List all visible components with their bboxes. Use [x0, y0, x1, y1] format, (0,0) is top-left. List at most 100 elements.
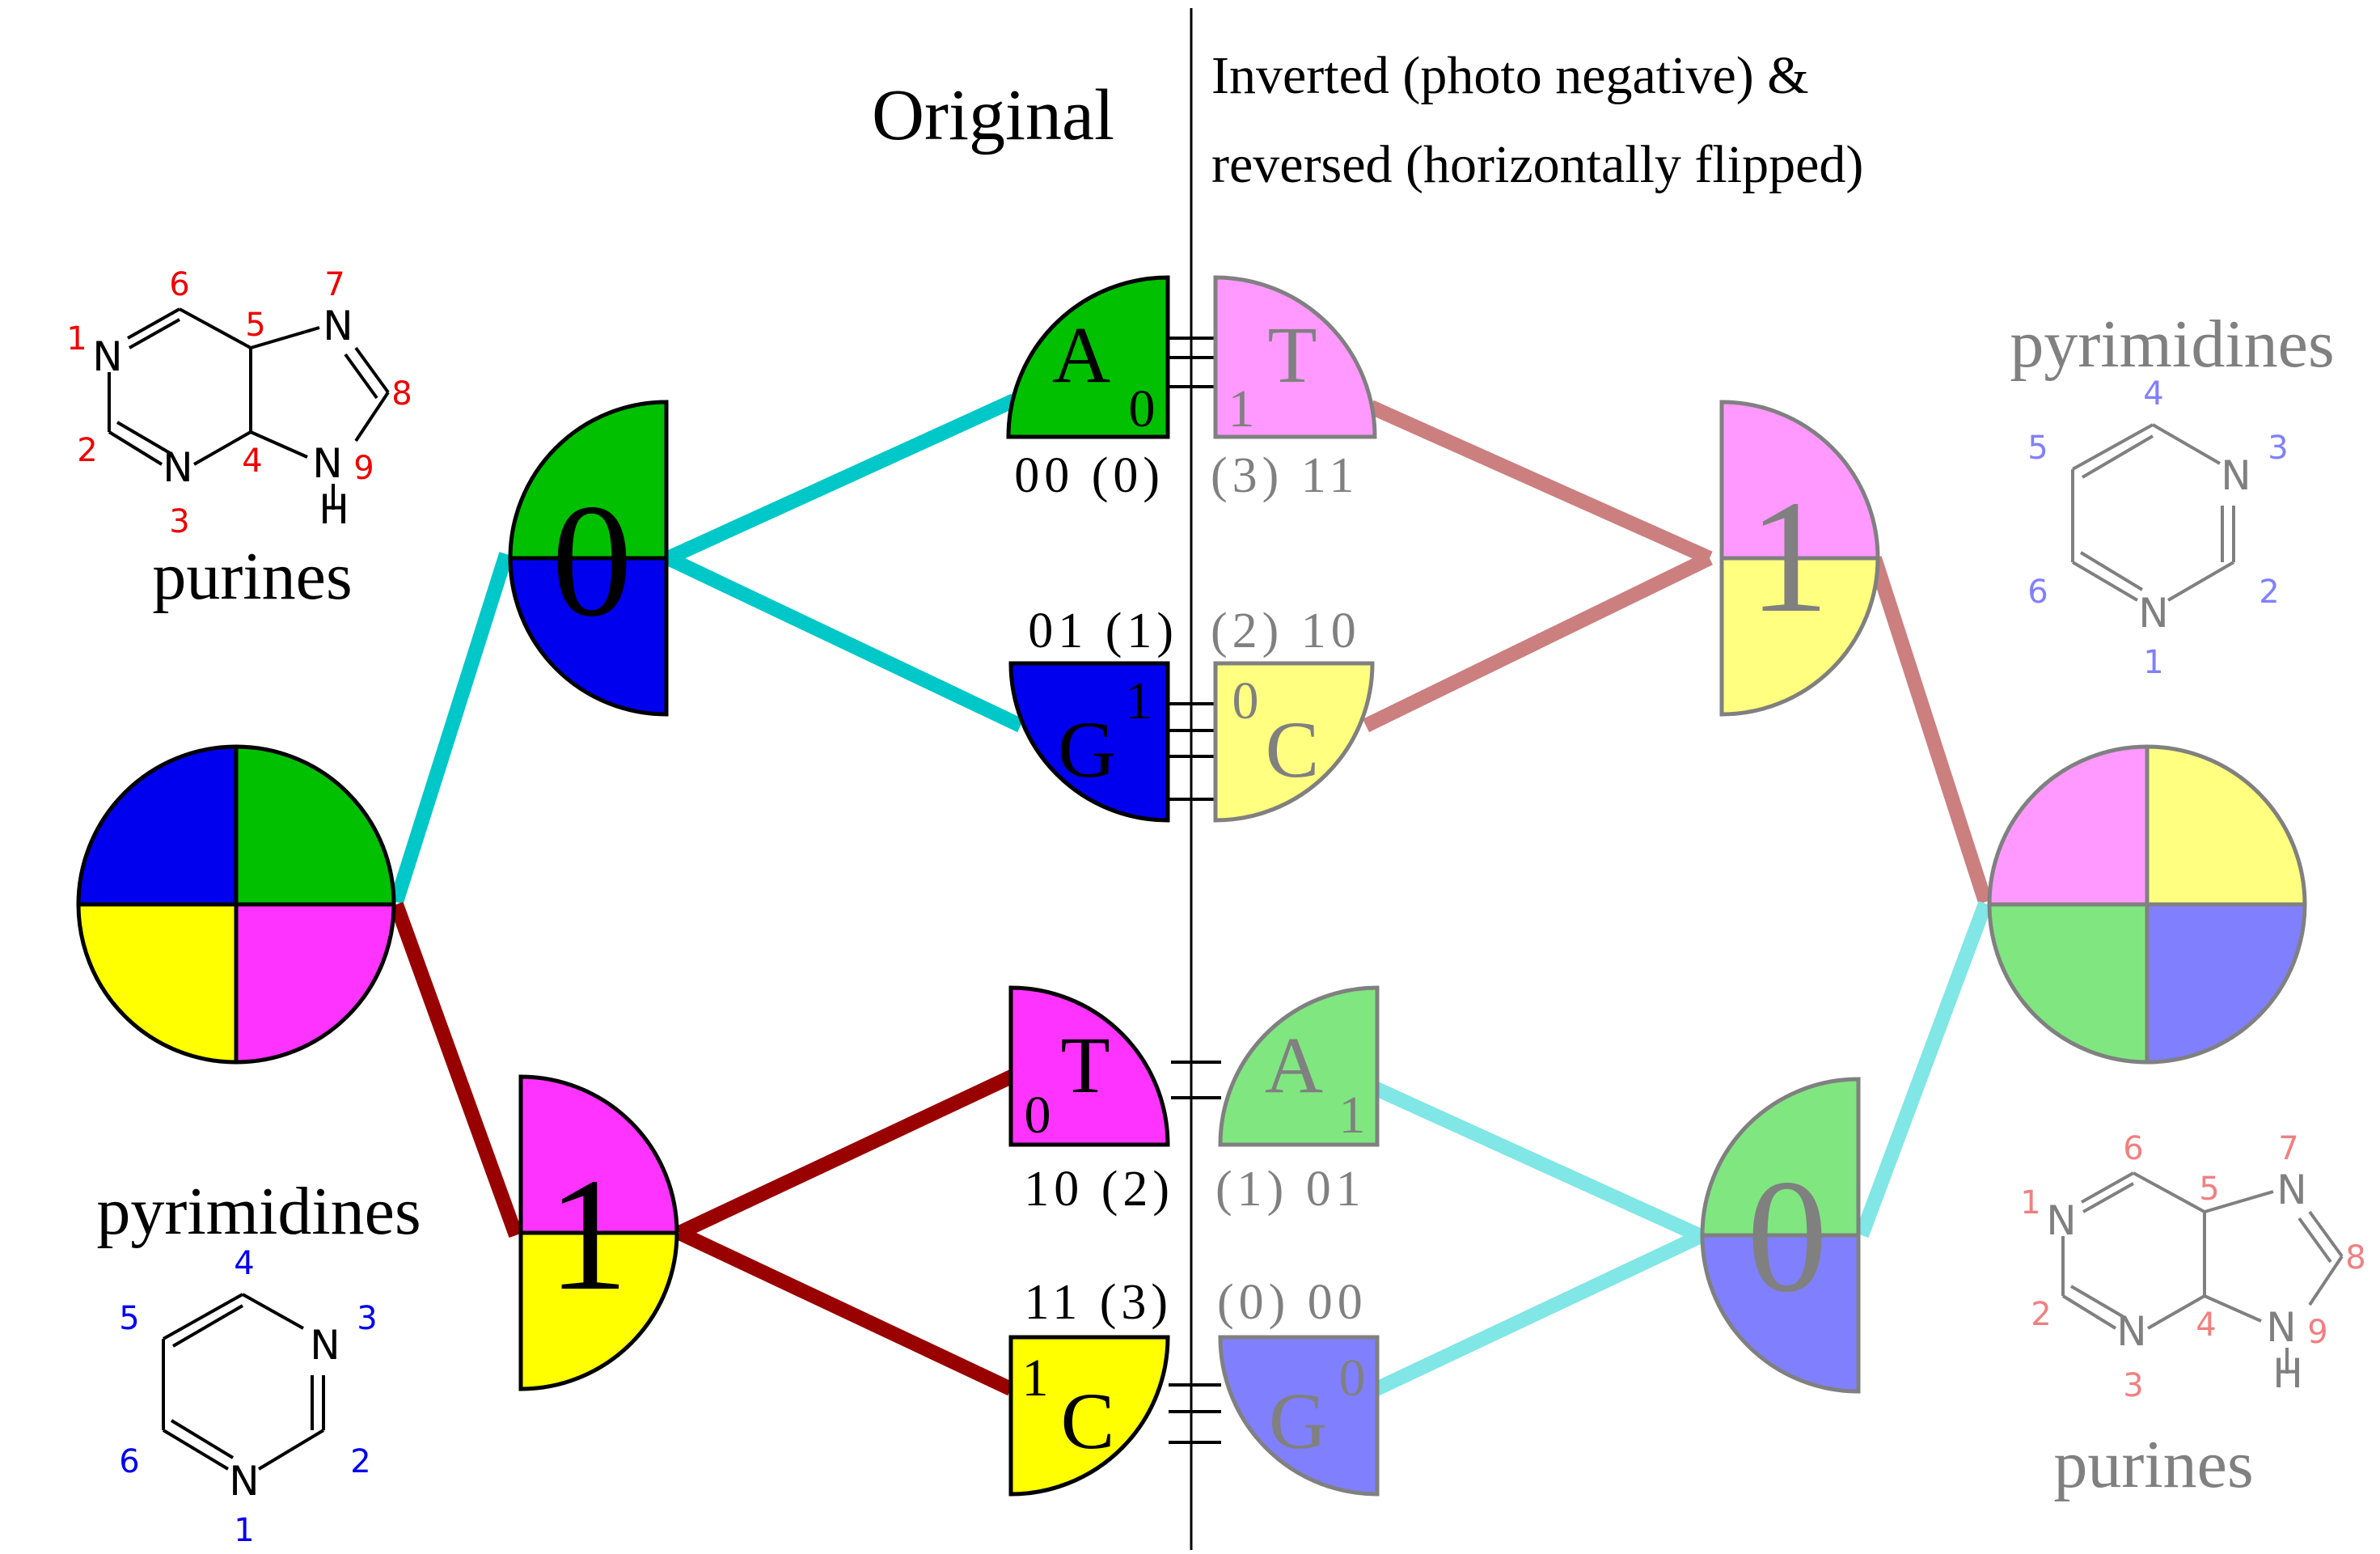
- purine-bonds: [108, 307, 390, 510]
- root-quadrant-yellow: [76, 902, 239, 1065]
- hydrogen-bonds: [1168, 337, 1221, 1444]
- base-letter: G: [1269, 1376, 1327, 1466]
- pyrimidine-inv-atom-n1: N: [2138, 590, 2168, 637]
- purine-inv-num-1: 1: [2020, 1184, 2040, 1222]
- purine-num-4: 4: [242, 442, 262, 480]
- purine-structure-right: N N N N H 1 2 3 4 5 6 7 8 9 purines: [2020, 1130, 2365, 1502]
- connectors: [389, 393, 1993, 1396]
- base-letter: T: [1060, 1020, 1110, 1110]
- connector-one-to-t: [676, 1067, 1020, 1240]
- purine-inv-bonds: [2061, 1171, 2344, 1374]
- purine-atom-n7: N: [323, 303, 353, 349]
- connector-ginv-to-zero: [1373, 1229, 1704, 1396]
- purine-atom-h: H: [319, 486, 349, 533]
- purine-inv-atom-n7: N: [2276, 1167, 2306, 1213]
- base-letter: T: [1267, 310, 1317, 400]
- base-letter: C: [1266, 705, 1320, 794]
- purine-num-5: 5: [245, 307, 265, 344]
- base-digit: 1: [1022, 1349, 1049, 1408]
- purine-inv-num-5: 5: [2199, 1171, 2219, 1208]
- base-code: 01 (1): [1028, 603, 1178, 658]
- pyrimidine-inv-num-3: 3: [2268, 430, 2288, 467]
- pyrimidine-num-6: 6: [119, 1443, 139, 1480]
- pyrimidine-numbers: 1 2 3 4 5 6: [119, 1245, 377, 1549]
- pyrimidine-num-1: 1: [234, 1512, 254, 1549]
- connector-tinv-to-one: [1368, 400, 1713, 565]
- base-a-inverted: A 1 (1) 01: [1215, 985, 1380, 1217]
- base-digit: 0: [1339, 1349, 1366, 1408]
- branch-right-bottom: 0: [1700, 1077, 1861, 1394]
- base-c-shape: [1008, 1335, 1170, 1497]
- purine-atom-n3: N: [163, 444, 192, 491]
- pyrimidine-atom-n1: N: [229, 1458, 259, 1505]
- branch-digit: 1: [547, 1145, 628, 1324]
- purine-num-6: 6: [169, 266, 189, 303]
- base-a-inv-shape: [1218, 985, 1380, 1147]
- base-c-inv-shape: [1213, 661, 1375, 823]
- pyrimidine-structure-left: N N 1 2 3 4 5 6: [119, 1245, 377, 1549]
- pyrimidine-num-5: 5: [119, 1300, 139, 1337]
- purine-inv-num-2: 2: [2031, 1296, 2051, 1333]
- pyrimidine-structure-right: N N 1 2 3 4 5 6: [2027, 375, 2288, 681]
- pyrimidine-inv-atom-n3: N: [2221, 452, 2251, 499]
- purine-inv-atom-n9: N: [2266, 1304, 2296, 1351]
- base-t: T 0 10 (2): [1008, 985, 1170, 1217]
- base-g-inv-shape: [1218, 1335, 1380, 1497]
- connector-one-to-c: [676, 1226, 1014, 1396]
- branch-right-top-magenta: [1719, 400, 1880, 561]
- purine-inv-atom-n1: N: [2046, 1197, 2076, 1244]
- base-c: C 1 11 (3): [1008, 1275, 1170, 1497]
- base-a-shape: [1006, 275, 1170, 439]
- branch-left-top-green: [508, 400, 669, 561]
- base-letter: A: [1265, 1020, 1323, 1110]
- base-code: (0) 00: [1217, 1275, 1368, 1330]
- pyrimidine-inv-num-2: 2: [2259, 574, 2279, 611]
- pyrimidine-inv-num-5: 5: [2027, 430, 2048, 467]
- root-circle-original: [76, 744, 396, 1065]
- purine-num-9: 9: [353, 450, 374, 487]
- pyrimidine-num-3: 3: [357, 1300, 377, 1337]
- branch-right-top: 1: [1719, 400, 1880, 717]
- pyrimidines-label-right: pyrimidines: [2010, 307, 2334, 382]
- purines-label-right: purines: [2053, 1427, 2253, 1502]
- pyrimidine-num-2: 2: [350, 1443, 370, 1480]
- branch-digit: 0: [1747, 1147, 1828, 1326]
- base-a: A 0 00 (0): [1006, 275, 1170, 503]
- purine-num-7: 7: [324, 266, 345, 303]
- connector-root-to-one: [389, 901, 523, 1239]
- connector-zero-to-g: [665, 551, 1024, 733]
- base-letter: C: [1061, 1376, 1115, 1466]
- purine-inv-numbers: 1 2 3 4 5 6 7 8 9: [2020, 1130, 2365, 1404]
- connector-one-to-root-inv: [1867, 556, 1993, 904]
- purine-inv-num-8: 8: [2345, 1239, 2365, 1277]
- base-digit: 1: [1339, 1086, 1366, 1145]
- branch-right-top-yellow: [1719, 556, 1880, 717]
- purine-inv-atom-h: H: [2272, 1350, 2303, 1397]
- base-t-inverted: T 1 (3) 11: [1211, 275, 1377, 503]
- purine-num-2: 2: [77, 432, 97, 469]
- connector-ainv-to-zero: [1373, 1082, 1704, 1243]
- connector-root-to-zero: [389, 552, 514, 904]
- root-inv-quadrant-green: [1987, 902, 2150, 1065]
- heading-original: Original: [872, 75, 1114, 155]
- root-circle-inverted: [1987, 744, 2307, 1065]
- pyrimidine-inv-num-4: 4: [2143, 375, 2163, 413]
- pyrimidine-atom-n3: N: [310, 1322, 340, 1369]
- base-code: (1) 01: [1215, 1162, 1366, 1217]
- root-inv-quadrant-yellow: [2145, 744, 2307, 907]
- pyrimidine-inv-numbers: 1 2 3 4 5 6: [2027, 375, 2288, 681]
- base-letter: G: [1058, 705, 1116, 794]
- base-g-inverted: G 0 (0) 00: [1217, 1275, 1380, 1497]
- branch-right-bottom-green: [1700, 1077, 1861, 1238]
- purine-num-8: 8: [391, 375, 412, 413]
- purine-atom-n1: N: [92, 333, 122, 380]
- base-digit: 0: [1232, 671, 1259, 730]
- purine-structure-left: N N N N H 1 2 3 4 5 6 7 8 9 purines: [66, 266, 412, 614]
- root-quadrant-magenta: [234, 902, 396, 1065]
- branch-digit: 1: [1748, 468, 1829, 646]
- connector-zero-to-a: [665, 393, 1017, 565]
- pyrimidine-bonds: [162, 1293, 325, 1471]
- base-g: G 1 01 (1): [1008, 603, 1178, 823]
